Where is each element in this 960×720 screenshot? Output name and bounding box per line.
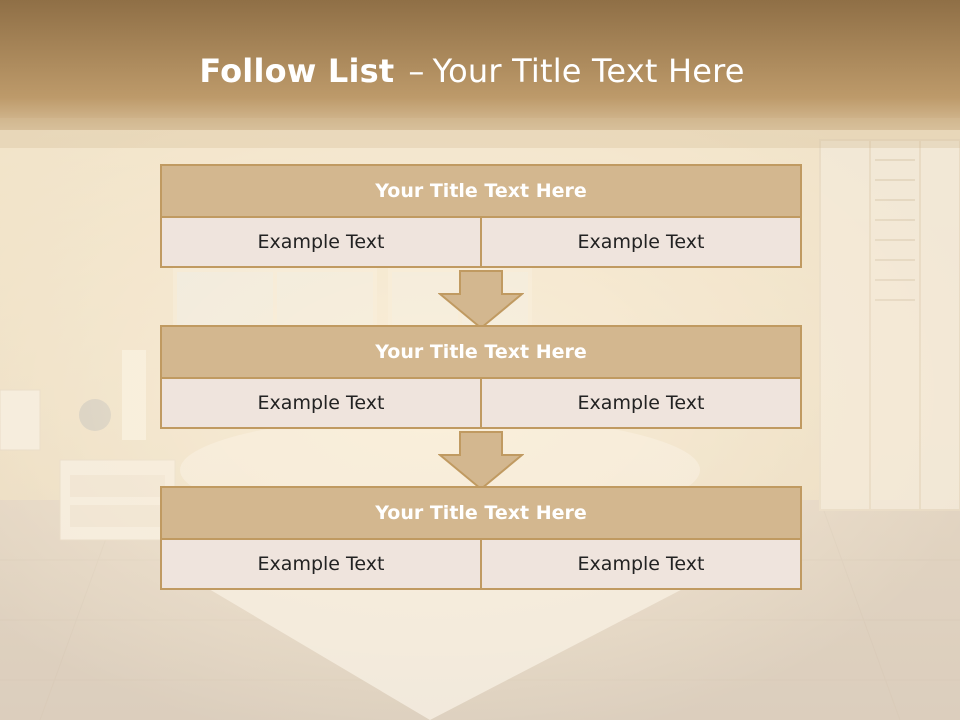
title-dash: – xyxy=(408,52,425,90)
step-row: Example Text Example Text xyxy=(160,218,802,268)
step-cell-right: Example Text xyxy=(480,379,802,429)
step-title: Your Title Text Here xyxy=(160,486,802,540)
step-box-3: Your Title Text Here Example Text Exampl… xyxy=(160,486,802,590)
step-cell-left: Example Text xyxy=(160,540,482,590)
step-title: Your Title Text Here xyxy=(160,164,802,218)
step-row: Example Text Example Text xyxy=(160,540,802,590)
step-cell-right: Example Text xyxy=(480,540,802,590)
step-box-1: Your Title Text Here Example Text Exampl… xyxy=(160,164,802,268)
down-arrow-icon xyxy=(438,431,524,491)
title-rest-text: Your Title Text Here xyxy=(432,52,745,90)
step-box-2: Your Title Text Here Example Text Exampl… xyxy=(160,325,802,429)
step-title: Your Title Text Here xyxy=(160,325,802,379)
step-cell-left: Example Text xyxy=(160,218,482,268)
slide-title: Follow List–Your Title Text Here xyxy=(0,52,944,90)
step-row: Example Text Example Text xyxy=(160,379,802,429)
down-arrow-icon xyxy=(438,270,524,330)
title-bold-text: Follow List xyxy=(199,52,395,90)
step-cell-left: Example Text xyxy=(160,379,482,429)
step-cell-right: Example Text xyxy=(480,218,802,268)
